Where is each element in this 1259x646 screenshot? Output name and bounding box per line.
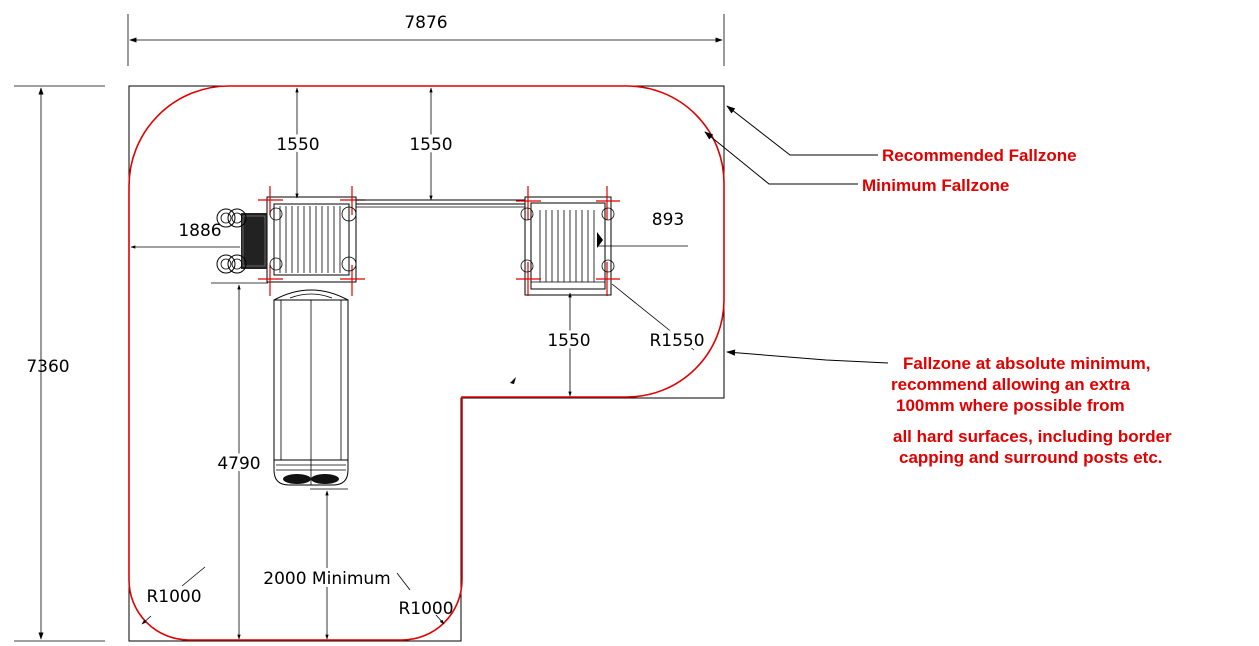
absolute-note-line-2: recommend allowing an extra (891, 375, 1131, 394)
absolute-note-line-1: Fallzone at absolute minimum, (903, 354, 1150, 373)
left-1886-label: 1886 (178, 221, 221, 241)
slide (273, 289, 349, 486)
recommended-fallzone-label: Recommended Fallzone (882, 146, 1077, 165)
radius-1000-left-dimension: R1000 (141, 566, 206, 625)
radius-1000-right-dimension: R1000 (396, 572, 454, 625)
connecting-bridge (356, 199, 525, 208)
minimum-fallzone-label: Minimum Fallzone (862, 176, 1009, 195)
inner-1550-dimension: 1550 (544, 292, 594, 397)
slide-4790-dimension: 4790 (211, 282, 268, 640)
minimum-fallzone-callout: Minimum Fallzone (704, 131, 1009, 195)
absolute-note-line-4: all hard surfaces, including border (893, 427, 1172, 446)
right-893-dimension: 893 (598, 210, 688, 247)
leader-tick (510, 377, 516, 384)
recommended-fallzone-boundary (128, 85, 725, 642)
right-893-label: 893 (652, 210, 684, 230)
overall-width-label: 7876 (404, 13, 447, 33)
top-left-1550-dimension: 1550 (273, 87, 323, 199)
top-mid-1550-dimension: 1550 (406, 87, 456, 201)
slide-4790-label: 4790 (217, 454, 260, 474)
left-platform (258, 186, 365, 296)
inner-1550-label: 1550 (547, 331, 590, 351)
absolute-minimum-callout: Fallzone at absolute minimum, recommend … (726, 349, 1172, 467)
absolute-note-line-3: 100mm where possible from (896, 396, 1125, 415)
top-mid-1550-label: 1550 (409, 135, 452, 155)
top-left-1550-label: 1550 (276, 135, 319, 155)
slide-min-dimension: 2000 Minimum (260, 488, 394, 640)
play-equipment (216, 186, 620, 486)
left-1886-dimension: 1886 (130, 221, 240, 249)
absolute-note-line-5: capping and surround posts etc. (899, 448, 1163, 467)
overall-height-label: 7360 (26, 357, 69, 377)
radius-1550-label: R1550 (649, 331, 704, 351)
right-platform (516, 186, 620, 296)
recommended-fallzone-callout: Recommended Fallzone (726, 105, 1077, 165)
access-ladder (216, 208, 267, 274)
slide-min-label: 2000 Minimum (263, 569, 390, 589)
overall-height-dimension: 7360 (14, 85, 105, 642)
radius-1000-left-label: R1000 (146, 587, 201, 607)
radius-1550-dimension: R1550 (611, 283, 708, 354)
radius-1000-right-label: R1000 (398, 599, 453, 619)
overall-width-dimension: 7876 (127, 13, 725, 66)
minimum-fallzone-outline (128, 85, 725, 641)
